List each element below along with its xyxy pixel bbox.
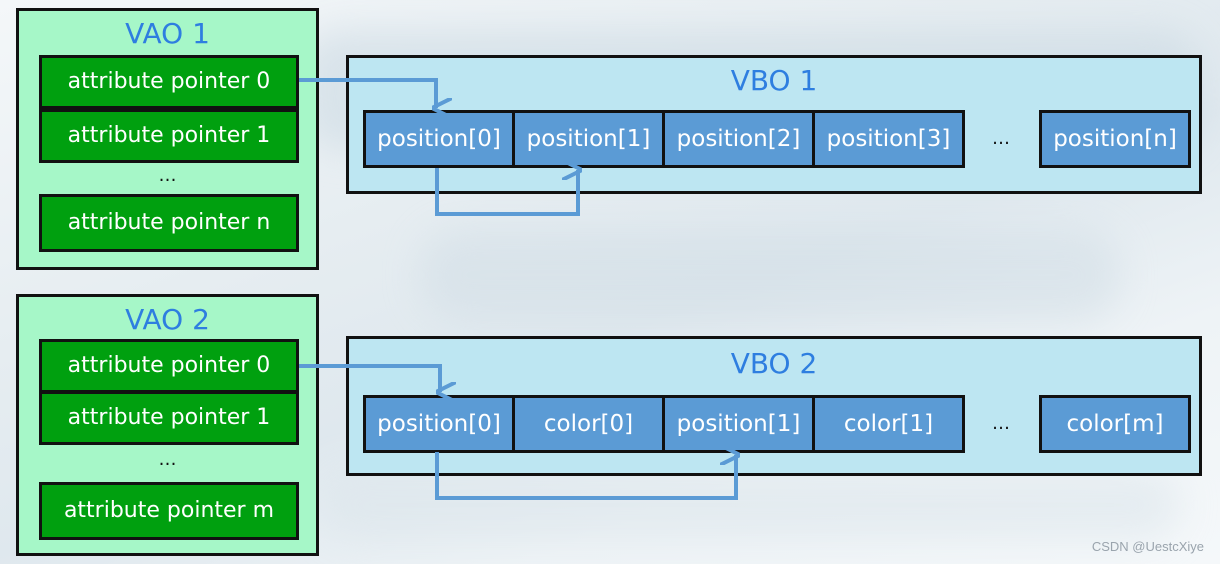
vao-2-title: VAO 2 [125,303,210,336]
vbo-1-title: VBO 1 [730,64,818,97]
vbo-1-cell-position-3: position[3] [812,110,965,168]
vbo-1-box: VBO 1 position[0] position[1] position[2… [346,55,1202,194]
vao-1-attribute-pointer-n: attribute pointer n [39,194,299,252]
vao-1-title: VAO 1 [125,17,210,50]
vbo-1-cell-position-2: position[2] [662,110,815,168]
vao-1-box: VAO 1 attribute pointer 0 attribute poin… [16,8,319,270]
vbo-2-title: VBO 2 [730,347,818,380]
vbo-2-cell-color-0: color[0] [512,395,665,453]
watermark: CSDN @UestcXiye [1091,539,1204,554]
vbo-2-cell-color-1: color[1] [812,395,965,453]
vao-2-ellipsis: … [158,449,177,470]
background-shape [420,230,1120,320]
vao-1-attribute-pointer-1: attribute pointer 1 [39,109,299,163]
vao-1-attribute-pointer-0: attribute pointer 0 [39,55,299,109]
background-shape [320,470,1180,540]
vbo-2-cell-position-1: position[1] [662,395,815,453]
vbo-1-cell-position-n: position[n] [1039,110,1191,168]
vao-1-ellipsis: … [158,165,177,186]
vbo-1-cell-position-1: position[1] [512,110,665,168]
vbo-1-cell-position-0: position[0] [363,110,515,168]
vbo-2-cell-color-m: color[m] [1039,395,1191,453]
vbo-2-cell-position-0: position[0] [363,395,515,453]
vbo-2-ellipsis: … [992,413,1010,434]
vbo-2-box: VBO 2 position[0] color[0] position[1] c… [346,336,1202,476]
vbo-1-ellipsis: … [992,128,1010,149]
vao-2-attribute-pointer-1: attribute pointer 1 [39,391,299,445]
vao-2-attribute-pointer-0: attribute pointer 0 [39,339,299,393]
vao-2-attribute-pointer-m: attribute pointer m [39,482,299,540]
vao-2-box: VAO 2 attribute pointer 0 attribute poin… [16,294,319,556]
